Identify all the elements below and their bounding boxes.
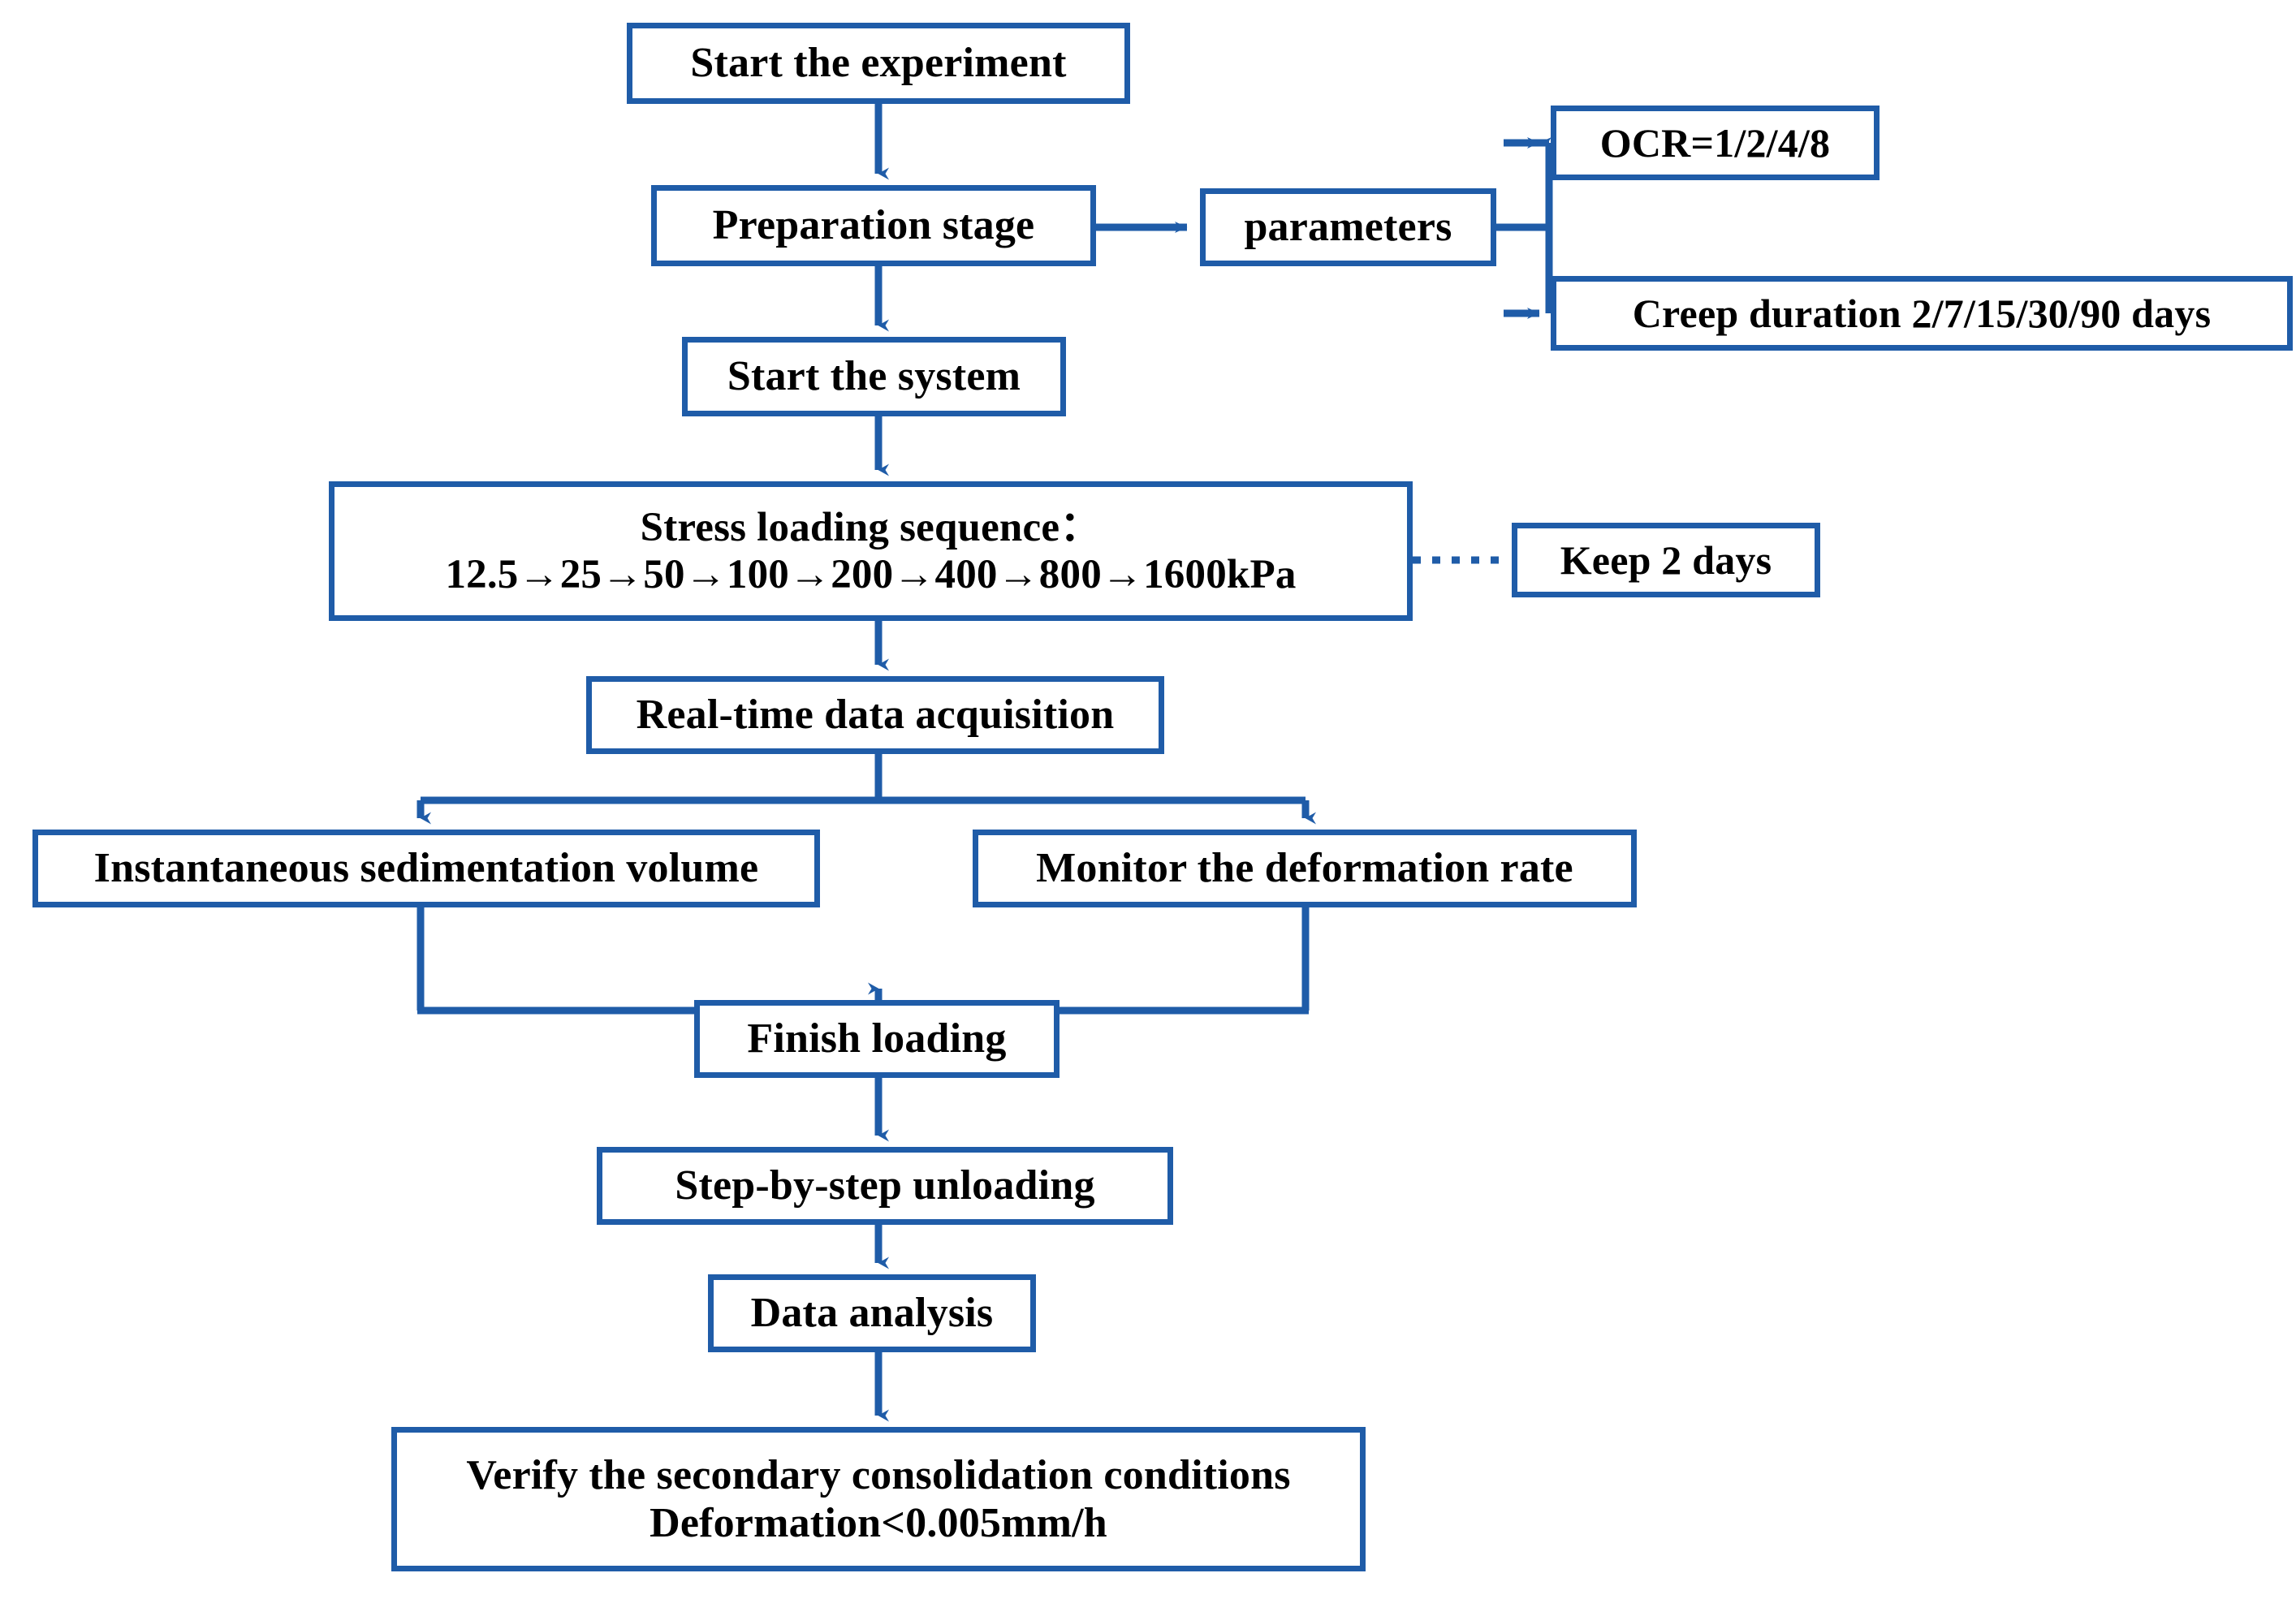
node-ocr-values[interactable]: OCR=1/2/4/8 (1551, 106, 1880, 180)
node-finish-loading[interactable]: Finish loading (694, 1000, 1060, 1078)
node-stress-loading-line2: 12.5→25→50→100→200→400→800→1600kPa (445, 552, 1297, 597)
node-stress-loading-sequence[interactable]: Stress loading sequence： 12.5→25→50→100→… (329, 481, 1413, 621)
node-realtime-data-acquisition-label: Real-time data acquisition (636, 692, 1115, 739)
node-monitor-deformation-rate-label: Monitor the deformation rate (1036, 845, 1573, 892)
node-data-analysis-label: Data analysis (750, 1290, 994, 1337)
node-preparation-stage-label: Preparation stage (712, 202, 1035, 249)
node-monitor-deformation-rate[interactable]: Monitor the deformation rate (973, 830, 1637, 907)
node-start-system[interactable]: Start the system (682, 337, 1066, 416)
node-realtime-data-acquisition[interactable]: Real-time data acquisition (586, 676, 1164, 754)
node-start-system-label: Start the system (727, 353, 1021, 400)
node-parameters-label: parameters (1244, 204, 1452, 251)
node-data-analysis[interactable]: Data analysis (708, 1274, 1036, 1352)
node-verify-secondary-consolidation[interactable]: Verify the secondary consolidation condi… (391, 1427, 1366, 1571)
node-keep-2-days[interactable]: Keep 2 days (1512, 523, 1820, 597)
node-ocr-values-label: OCR=1/2/4/8 (1599, 119, 1831, 166)
node-finish-loading-label: Finish loading (747, 1015, 1007, 1062)
node-step-by-step-unloading-label: Step-by-step unloading (675, 1162, 1095, 1209)
node-instantaneous-sedimentation-volume-label: Instantaneous sedimentation volume (93, 845, 759, 892)
node-step-by-step-unloading[interactable]: Step-by-step unloading (597, 1147, 1173, 1225)
node-parameters[interactable]: parameters (1200, 188, 1496, 266)
node-start-experiment-label: Start the experiment (690, 40, 1067, 87)
node-start-experiment[interactable]: Start the experiment (627, 23, 1130, 104)
node-stress-loading-text: Stress loading sequence： 12.5→25→50→100→… (334, 504, 1407, 598)
node-instantaneous-sedimentation-volume[interactable]: Instantaneous sedimentation volume (32, 830, 820, 907)
node-creep-duration[interactable]: Creep duration 2/7/15/30/90 days (1551, 276, 2293, 351)
node-verify-text: Verify the secondary consolidation condi… (397, 1451, 1360, 1548)
node-stress-loading-line1: Stress loading sequence： (640, 504, 1102, 550)
node-creep-duration-label: Creep duration 2/7/15/30/90 days (1632, 290, 2212, 336)
node-verify-line1: Verify the secondary consolidation condi… (466, 1451, 1291, 1498)
node-preparation-stage[interactable]: Preparation stage (651, 185, 1096, 266)
node-keep-2-days-label: Keep 2 days (1560, 537, 1772, 583)
node-verify-line2: Deformation<0.005mm/h (650, 1500, 1107, 1546)
